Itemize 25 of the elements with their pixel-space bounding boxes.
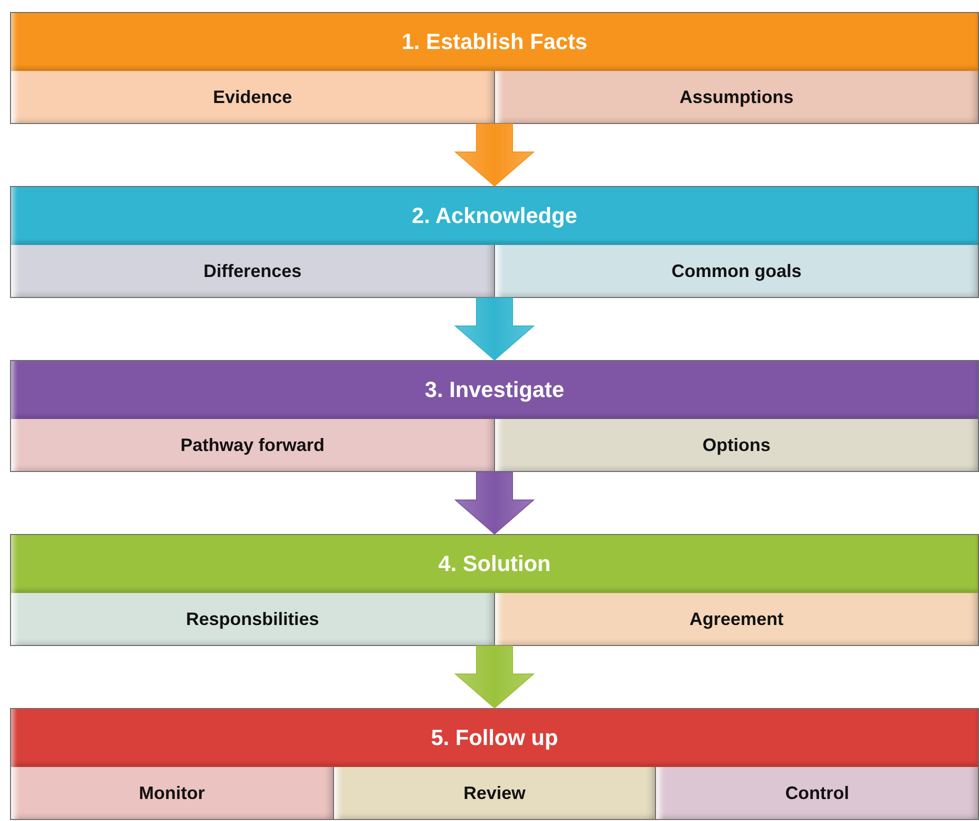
stage-header: 5. Follow up <box>11 709 978 767</box>
down-arrow <box>454 472 535 535</box>
stage-panel <box>10 12 979 124</box>
step-item: Control <box>655 767 978 819</box>
down-arrow <box>454 298 535 361</box>
stage-panel <box>10 534 979 646</box>
step-item: Evidence <box>11 71 494 123</box>
stage-panel <box>10 186 979 298</box>
down-arrow <box>454 124 535 187</box>
step-item: Differences <box>11 245 494 297</box>
step-item: Pathway forward <box>11 419 494 471</box>
step-item: Responsbilities <box>11 593 494 645</box>
stage-header: 2. Acknowledge <box>11 187 978 245</box>
step-item: Options <box>494 419 978 471</box>
stage-header: 1. Establish Facts <box>11 13 978 71</box>
step-item: Common goals <box>494 245 978 297</box>
step-item: Review <box>332 767 656 819</box>
step-item: Agreement <box>494 593 978 645</box>
down-arrow <box>454 646 535 709</box>
stage-panel <box>10 708 979 820</box>
stage-header: 4. Solution <box>11 535 978 593</box>
stage-panel <box>10 360 979 472</box>
step-item: Assumptions <box>494 71 978 123</box>
stage-header: 3. Investigate <box>11 361 978 419</box>
step-item: Monitor <box>11 767 333 819</box>
